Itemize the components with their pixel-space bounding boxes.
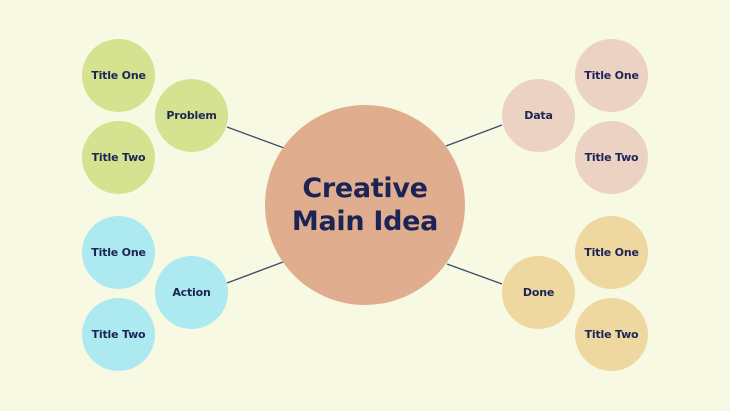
- connector-done: [446, 263, 503, 285]
- problem-child-title-one[interactable]: Title One: [82, 39, 155, 112]
- node-label: Title One: [91, 69, 146, 82]
- connector-problem: [226, 126, 285, 149]
- problem-child-title-two[interactable]: Title Two: [82, 121, 155, 194]
- data-child-title-one[interactable]: Title One: [575, 39, 648, 112]
- connector-action: [226, 261, 284, 284]
- done-child-title-two[interactable]: Title Two: [575, 298, 648, 371]
- node-label: Title Two: [91, 151, 146, 164]
- action-child-title-one[interactable]: Title One: [82, 216, 155, 289]
- main-idea-line2: Main Idea: [291, 206, 439, 237]
- node-label: Title Two: [91, 328, 146, 341]
- data-child-title-two[interactable]: Title Two: [575, 121, 648, 194]
- node-label: Title One: [584, 246, 639, 259]
- node-label: Title Two: [584, 328, 639, 341]
- node-label: Title Two: [584, 151, 639, 164]
- main-idea-node[interactable]: Creative Main Idea: [265, 105, 465, 305]
- data-node[interactable]: Data: [502, 79, 575, 152]
- connector-data: [445, 124, 503, 147]
- node-label: Action: [172, 286, 211, 299]
- node-label: Title One: [91, 246, 146, 259]
- main-idea-line1: Creative: [302, 173, 428, 204]
- node-label: Data: [524, 109, 553, 122]
- problem-node[interactable]: Problem: [155, 79, 228, 152]
- action-child-title-two[interactable]: Title Two: [82, 298, 155, 371]
- done-node[interactable]: Done: [502, 256, 575, 329]
- node-label: Done: [522, 286, 555, 299]
- node-label: Title One: [584, 69, 639, 82]
- done-child-title-one[interactable]: Title One: [575, 216, 648, 289]
- node-label: Problem: [166, 109, 217, 122]
- action-node[interactable]: Action: [155, 256, 228, 329]
